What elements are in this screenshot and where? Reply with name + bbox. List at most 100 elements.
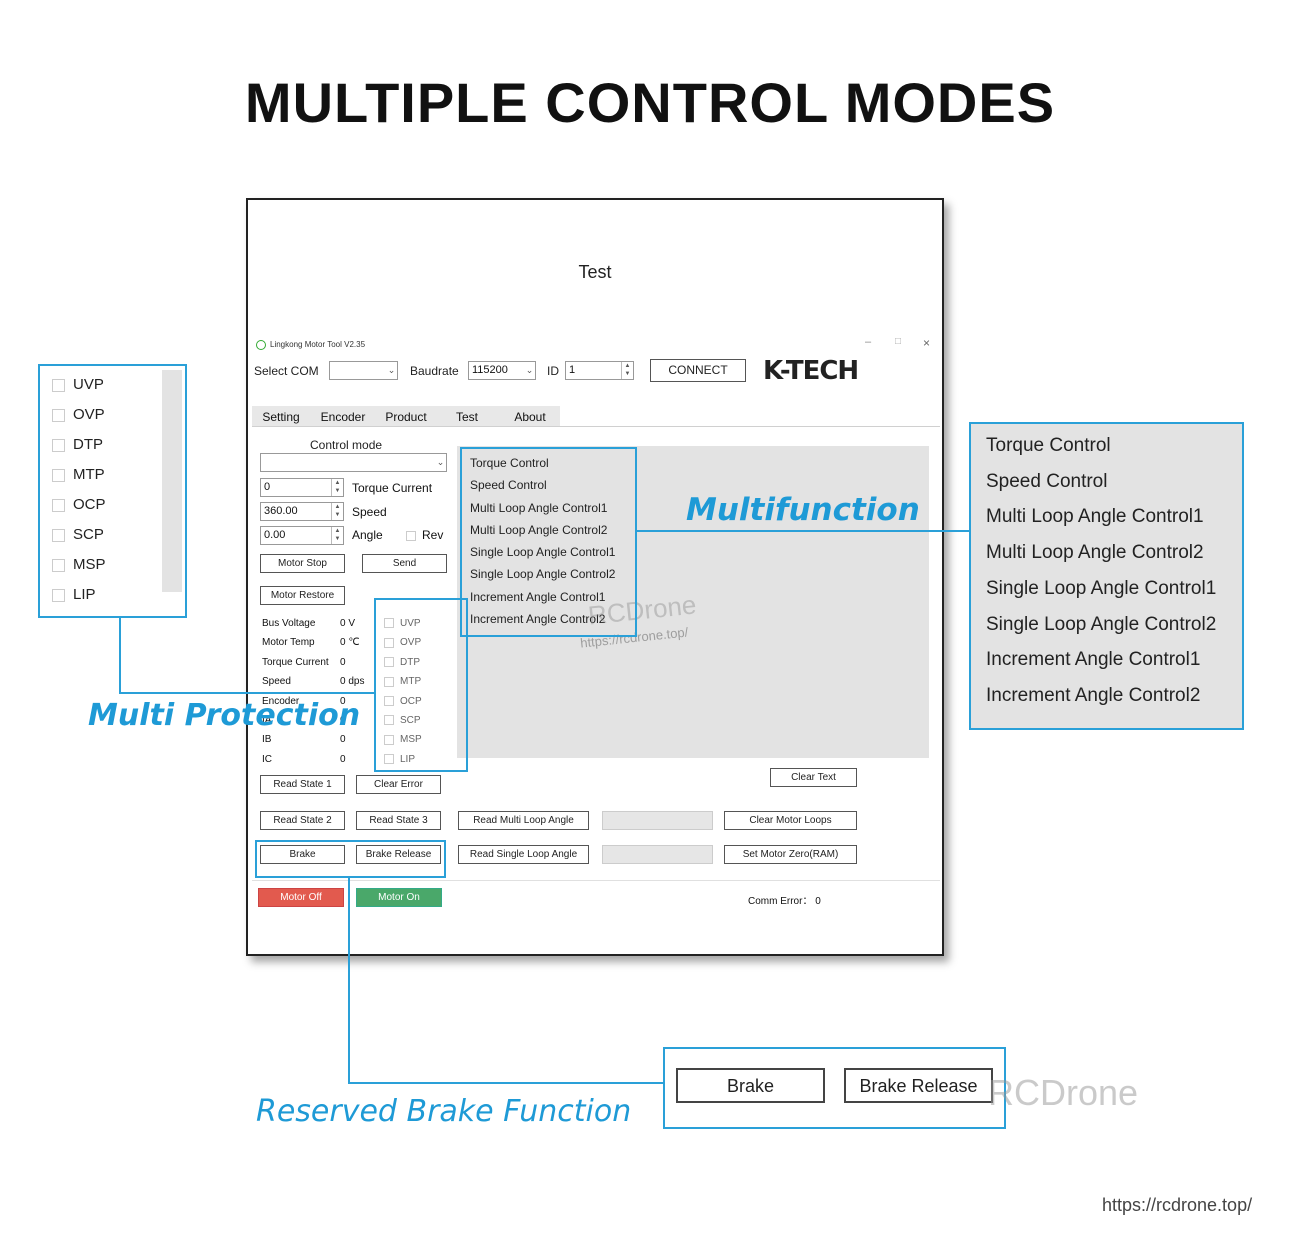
checkbox-icon xyxy=(384,618,394,629)
status-value: 0 dps xyxy=(340,672,380,691)
baudrate-select[interactable]: 115200⌄ xyxy=(468,361,536,380)
angle-input[interactable]: 0.00▲▼ xyxy=(260,526,344,545)
send-button[interactable]: Send xyxy=(362,554,447,573)
close-icon[interactable]: × xyxy=(923,336,931,350)
id-input[interactable]: 1 ▲▼ xyxy=(565,361,634,380)
com-select[interactable]: ⌄ xyxy=(329,361,398,380)
set-motor-zero-button[interactable]: Set Motor Zero(RAM) xyxy=(724,845,857,864)
tab-setting[interactable]: Setting xyxy=(262,410,300,424)
status-value: 0 xyxy=(340,730,380,749)
protection-callout-item[interactable]: MSP xyxy=(52,550,106,580)
protection-item[interactable]: OVP xyxy=(384,633,422,652)
read-single-loop-button[interactable]: Read Single Loop Angle xyxy=(458,845,589,864)
protection-item[interactable]: OCP xyxy=(384,692,422,711)
motor-restore-button[interactable]: Motor Restore xyxy=(260,586,345,605)
read-multi-loop-button[interactable]: Read Multi Loop Angle xyxy=(458,811,589,830)
brake-button[interactable]: Brake xyxy=(260,845,345,864)
rev-checkbox[interactable]: Rev xyxy=(406,528,443,542)
status-value-text: 0 xyxy=(340,656,346,668)
torque-current-input[interactable]: 0▲▼ xyxy=(260,478,344,497)
mode-callout-item[interactable]: Torque Control xyxy=(986,435,1111,456)
mode-callout-item[interactable]: Speed Control xyxy=(986,470,1108,492)
protection-item[interactable]: DTP xyxy=(384,653,422,672)
mode-item[interactable]: Increment Angle Control1 xyxy=(470,589,606,604)
brake-release-button[interactable]: Brake Release xyxy=(356,845,441,864)
mode-item[interactable]: Speed Control xyxy=(470,478,547,493)
read-state-1-button[interactable]: Read State 1 xyxy=(260,775,345,794)
brake-release-callout-button[interactable]: Brake Release xyxy=(844,1068,993,1103)
mode-callout-item[interactable]: Single Loop Angle Control1 xyxy=(986,577,1217,599)
maximize-icon[interactable]: □ xyxy=(895,336,902,347)
mode-callout-item[interactable]: Multi Loop Angle Control2 xyxy=(986,542,1204,564)
status-label: IB xyxy=(262,730,372,749)
protection-callout-item[interactable]: UVP xyxy=(52,370,106,400)
read-state-2-button[interactable]: Read State 2 xyxy=(260,811,345,830)
checkbox-icon xyxy=(52,588,65,602)
protection-callout-item[interactable]: MTP xyxy=(52,460,106,490)
id-value: 1 xyxy=(569,364,576,376)
mode-item[interactable]: Torque Control xyxy=(470,456,549,470)
control-mode-select[interactable]: ⌄ xyxy=(260,453,447,472)
checkbox-icon xyxy=(406,530,416,541)
tab-product[interactable]: Product xyxy=(385,410,427,424)
read-state-3-button[interactable]: Read State 3 xyxy=(356,811,441,830)
stepper-icon[interactable]: ▲▼ xyxy=(331,527,343,544)
mode-callout-item[interactable]: Multi Loop Angle Control1 xyxy=(986,506,1204,528)
mode-item[interactable]: Single Loop Angle Control1 xyxy=(470,545,616,560)
connector-line xyxy=(119,618,121,694)
protection-callout-item[interactable]: OCP xyxy=(52,490,106,520)
minimize-icon[interactable]: – xyxy=(865,336,872,348)
protection-item-label: DTP xyxy=(400,656,420,668)
protection-callout-scrollbar[interactable] xyxy=(162,370,182,592)
checkbox-icon xyxy=(52,378,65,392)
stepper-icon[interactable]: ▲▼ xyxy=(331,479,343,496)
protection-item-label: OCP xyxy=(400,695,422,707)
tab-about[interactable]: About xyxy=(500,408,560,426)
protection-callout-label: UVP xyxy=(73,376,104,393)
rev-label: Rev xyxy=(422,528,444,542)
app-title-bar: Lingkong Motor Tool V2.35 xyxy=(256,340,365,350)
brake-callout-button[interactable]: Brake xyxy=(676,1068,825,1103)
tab-test[interactable]: Test xyxy=(455,410,478,424)
stepper-icon[interactable]: ▲▼ xyxy=(331,503,343,520)
speed-label: Speed xyxy=(352,505,387,519)
clear-motor-loops-button[interactable]: Clear Motor Loops xyxy=(724,811,857,830)
mode-item[interactable]: Multi Loop Angle Control1 xyxy=(470,500,608,515)
protection-item[interactable]: LIP xyxy=(384,750,422,769)
clear-text-button[interactable]: Clear Text xyxy=(770,768,857,787)
protection-highlight-box xyxy=(374,598,468,772)
mode-item[interactable]: Single Loop Angle Control2 xyxy=(470,567,616,582)
status-label: Torque Current xyxy=(262,653,372,672)
protection-item[interactable]: MTP xyxy=(384,672,422,691)
connect-button[interactable]: CONNECT xyxy=(650,359,746,382)
page-heading: MULTIPLE CONTROL MODES xyxy=(244,71,1056,134)
status-value: 0 xyxy=(340,711,380,730)
motor-stop-button[interactable]: Motor Stop xyxy=(260,554,345,573)
mode-callout-item[interactable]: Increment Angle Control2 xyxy=(986,684,1201,706)
motor-off-button[interactable]: Motor Off xyxy=(258,888,344,907)
protection-item[interactable]: MSP xyxy=(384,730,422,749)
tab-bar xyxy=(252,406,560,426)
stepper-icon[interactable]: ▲▼ xyxy=(621,362,633,379)
speed-input[interactable]: 360.00▲▼ xyxy=(260,502,344,521)
protection-item[interactable]: UVP xyxy=(384,614,422,633)
protection-callout-item[interactable]: LIP xyxy=(52,580,106,610)
tab-encoder[interactable]: Encoder xyxy=(320,410,366,424)
mode-item[interactable]: Multi Loop Angle Control2 xyxy=(470,522,608,537)
status-label: Motor Temp xyxy=(262,633,372,652)
mode-callout-item[interactable]: Increment Angle Control1 xyxy=(986,649,1201,671)
checkbox-icon xyxy=(52,498,65,512)
output-text-area[interactable] xyxy=(457,446,929,758)
motor-on-button[interactable]: Motor On xyxy=(356,888,442,907)
mode-callout-item[interactable]: Single Loop Angle Control2 xyxy=(986,613,1217,635)
mode-item[interactable]: Increment Angle Control2 xyxy=(470,612,606,627)
protection-callout-item[interactable]: OVP xyxy=(52,400,106,430)
protection-callout-item[interactable]: SCP xyxy=(52,520,106,550)
modes-highlight-box xyxy=(460,447,637,637)
select-com-label: Select COM xyxy=(254,364,319,378)
clear-error-button[interactable]: Clear Error xyxy=(356,775,441,794)
protection-callout-item[interactable]: DTP xyxy=(52,430,106,460)
status-value-text: 0 xyxy=(340,753,346,765)
protection-item[interactable]: SCP xyxy=(384,711,422,730)
